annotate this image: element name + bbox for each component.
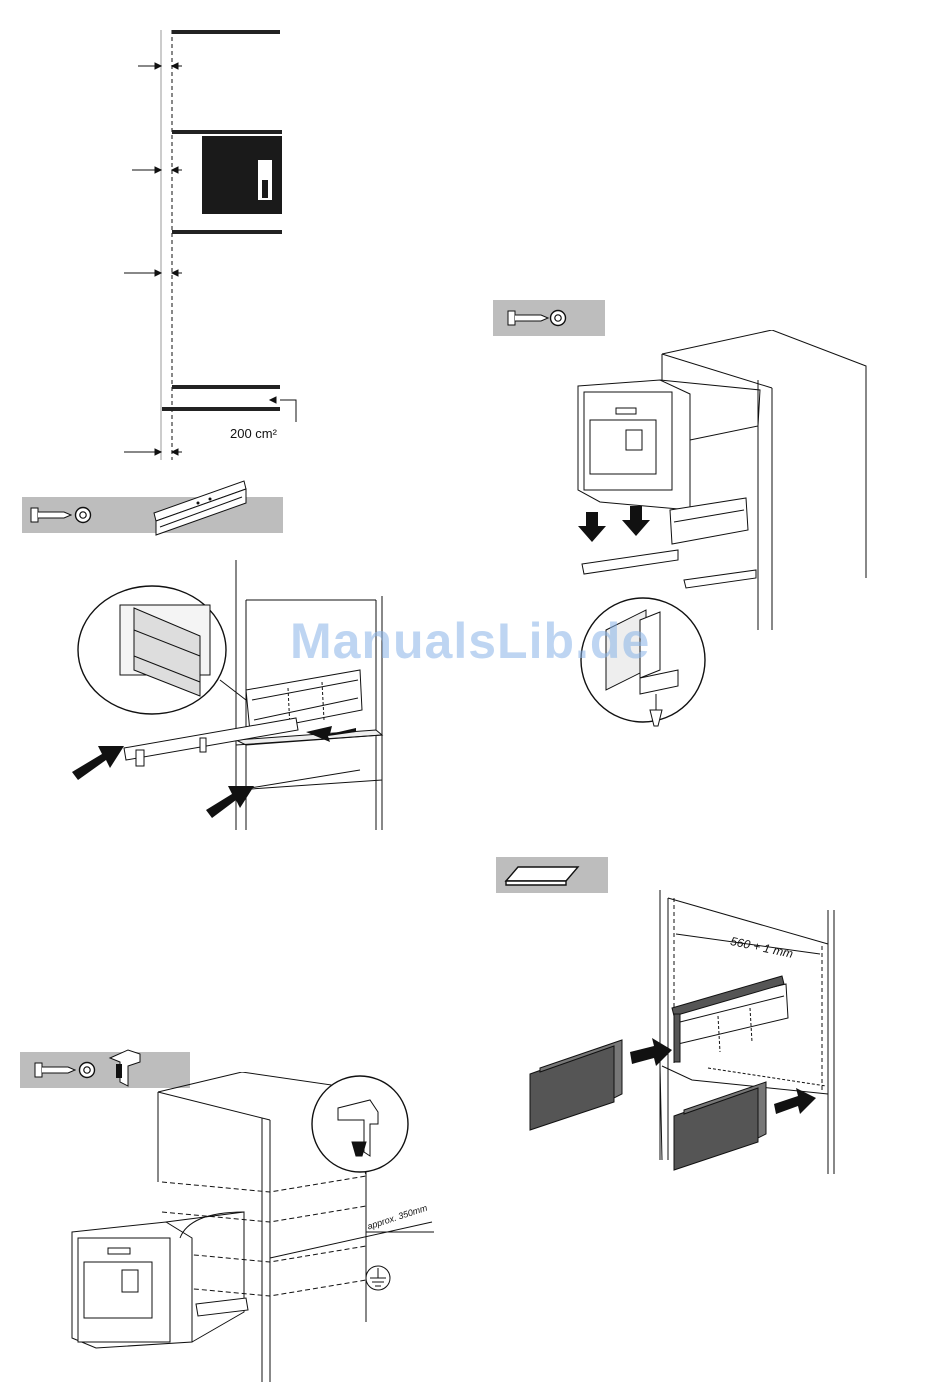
screwdriver-bit-icon xyxy=(74,506,92,524)
spacer-panel-icon xyxy=(502,863,580,889)
tools-toolbar-1 xyxy=(22,497,283,533)
spacer-panels-diagram xyxy=(522,890,842,1180)
machine-mounting-diagram xyxy=(560,330,880,750)
bracket-installation-diagram xyxy=(66,1072,450,1382)
screw-icon xyxy=(30,507,72,523)
screwdriver-bit-icon xyxy=(549,309,567,327)
ventilation-section-diagram xyxy=(110,20,310,460)
rail-removal-diagram xyxy=(60,560,400,835)
vent-area-label: 200 cm² xyxy=(230,426,277,441)
tools-toolbar-4 xyxy=(496,857,608,893)
watermark: ManualsLib.de xyxy=(290,612,650,670)
rail-bracket-icon xyxy=(150,477,250,537)
screw-icon xyxy=(507,310,549,326)
